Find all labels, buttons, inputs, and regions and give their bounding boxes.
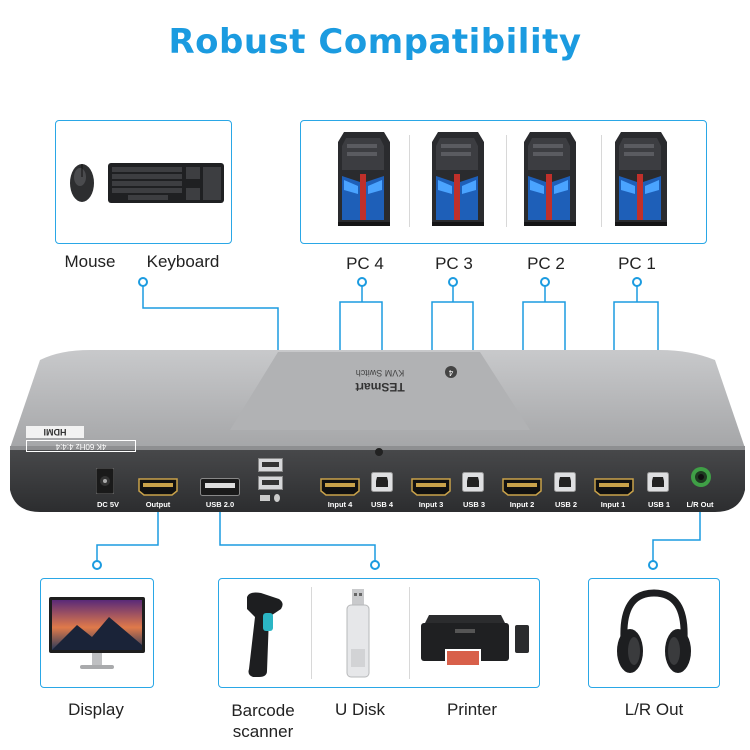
pc4-tower-icon [338, 132, 390, 226]
usb20-port-label: USB 2.0 [205, 500, 235, 509]
headphones-icon [617, 589, 691, 673]
hdmi-output-port [138, 478, 178, 496]
port-count-badge: 4 [445, 366, 457, 378]
keyboard-mouse-icon [260, 494, 280, 502]
usb-devices-box [218, 578, 540, 688]
pc2-label: PC 2 [527, 254, 565, 273]
usb3-port [462, 472, 484, 492]
input3-port-label: Input 3 [418, 500, 444, 509]
spec-badge: 4K 60Hz 4:4:4 [26, 440, 136, 452]
barcode-scanner-label: Barcode scanner [231, 701, 295, 741]
peripherals-box [55, 120, 232, 244]
usb3-port-label: USB 3 [462, 500, 486, 509]
usb4-port [371, 472, 393, 492]
display-label: Display [68, 700, 124, 719]
pc1-tower-icon [615, 132, 667, 226]
keyboard-label: Keyboard [146, 252, 220, 271]
pc1-label: PC 1 [618, 254, 656, 273]
keyboard-usb-port [258, 458, 283, 472]
audio-jack-port [691, 467, 711, 487]
hdmi-input3-port [411, 478, 451, 496]
hdmi-input4-port [320, 478, 360, 496]
pc2-tower-icon [524, 132, 576, 226]
pc3-label: PC 3 [435, 254, 473, 273]
usb2-port-label: USB 2 [554, 500, 578, 509]
brand-label: TESmart [355, 380, 405, 394]
printer-label: Printer [446, 700, 498, 719]
monitor-icon [49, 597, 145, 669]
lrout-device-label: L/R Out [624, 700, 684, 719]
usb1-port-label: USB 1 [647, 500, 671, 509]
keyboard-icon [108, 163, 224, 203]
usb2-port [554, 472, 576, 492]
mouse-icon [70, 164, 94, 202]
mouse-usb-port [258, 476, 283, 490]
pc4-label: PC 4 [346, 254, 384, 273]
usb1-port [647, 472, 669, 492]
product-label: KVM Switch [355, 368, 405, 378]
display-box [40, 578, 154, 688]
input4-port-label: Input 4 [327, 500, 353, 509]
hdmi-input2-port [502, 478, 542, 496]
usb4-port-label: USB 4 [370, 500, 394, 509]
lrout-port-label: L/R Out [686, 500, 714, 509]
pc3-tower-icon [432, 132, 484, 226]
mouse-label: Mouse [64, 252, 116, 271]
output-port-label: Output [145, 500, 171, 509]
usb20-port [200, 478, 240, 496]
hdmi-logo-badge: HDMI [26, 426, 84, 438]
input2-port-label: Input 2 [509, 500, 535, 509]
audio-box [588, 578, 720, 688]
dc-power-port [96, 468, 114, 494]
input1-port-label: Input 1 [600, 500, 626, 509]
hdmi-input1-port [594, 478, 634, 496]
page-title: Robust Compatibility [168, 22, 582, 62]
dc-port-label: DC 5V [96, 500, 120, 509]
barcode-scanner-icon [247, 592, 283, 677]
printer-icon [421, 615, 529, 667]
udisk-label: U Disk [334, 700, 386, 719]
usb-disk-icon [346, 589, 370, 678]
